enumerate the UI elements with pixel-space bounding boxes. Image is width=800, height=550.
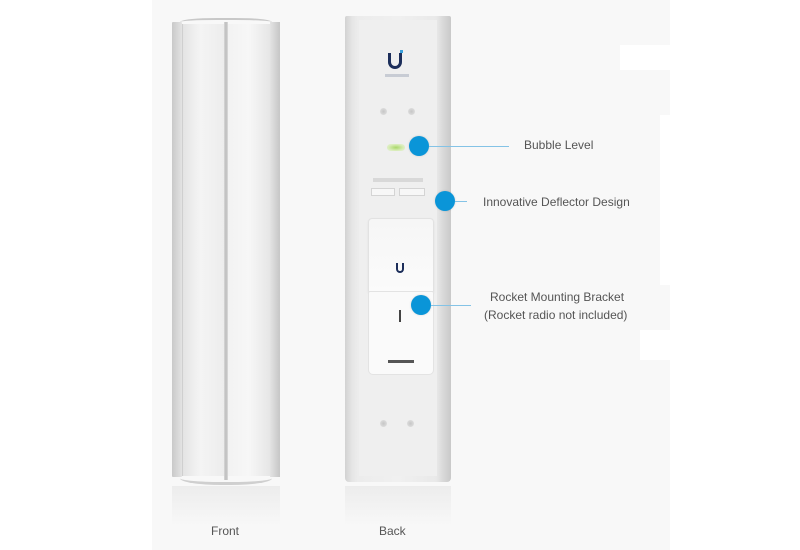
callout-label-bubble-level: Bubble Level bbox=[524, 138, 594, 152]
bracket-brand-mark bbox=[388, 360, 414, 363]
antenna-reflector-left bbox=[182, 24, 226, 476]
antenna-center-spine bbox=[224, 22, 228, 480]
antenna-front-view bbox=[172, 18, 280, 486]
antenna-bottom-cap bbox=[180, 470, 272, 485]
callout-line-deflector bbox=[455, 201, 467, 202]
caption-front: Front bbox=[211, 524, 240, 538]
rocket-mounting-bracket bbox=[368, 218, 434, 375]
callout-label-deflector: Innovative Deflector Design bbox=[483, 195, 630, 209]
bubble-level-icon bbox=[387, 144, 405, 151]
front-reflection bbox=[172, 486, 280, 526]
callout-sublabel-rocket-bracket: (Rocket radio not included) bbox=[484, 308, 628, 322]
callout-dot-rocket-bracket bbox=[411, 295, 431, 315]
antenna-side-rail bbox=[270, 22, 280, 477]
ubiquiti-logo-icon bbox=[388, 53, 402, 69]
screw-icon bbox=[408, 108, 415, 115]
callout-line-rocket-bracket bbox=[431, 305, 471, 306]
screw-icon bbox=[407, 420, 414, 427]
antenna-side-rail bbox=[172, 22, 182, 477]
bracket-indicator bbox=[399, 310, 401, 322]
ubiquiti-logo-icon bbox=[396, 263, 404, 273]
panel-edge bbox=[660, 115, 670, 285]
callout-dot-bubble-level bbox=[409, 136, 429, 156]
callout-label-rocket-bracket: Rocket Mounting Bracket bbox=[490, 290, 625, 304]
antenna-reflector-right bbox=[227, 24, 271, 476]
antenna-top-cap bbox=[180, 18, 272, 28]
logo-wordmark bbox=[385, 74, 409, 77]
screw-icon bbox=[380, 108, 387, 115]
callout-dot-deflector bbox=[435, 191, 455, 211]
product-label bbox=[373, 178, 423, 182]
back-reflection bbox=[345, 486, 451, 526]
panel-edge bbox=[620, 45, 670, 70]
caption-back: Back bbox=[379, 524, 406, 538]
product-label-box bbox=[371, 188, 395, 196]
bracket-cover bbox=[368, 218, 434, 293]
logo-accent-icon bbox=[400, 50, 403, 53]
screw-icon bbox=[380, 420, 387, 427]
product-label-box bbox=[399, 188, 425, 196]
panel-edge bbox=[640, 330, 670, 360]
callout-line-bubble-level bbox=[429, 146, 509, 147]
